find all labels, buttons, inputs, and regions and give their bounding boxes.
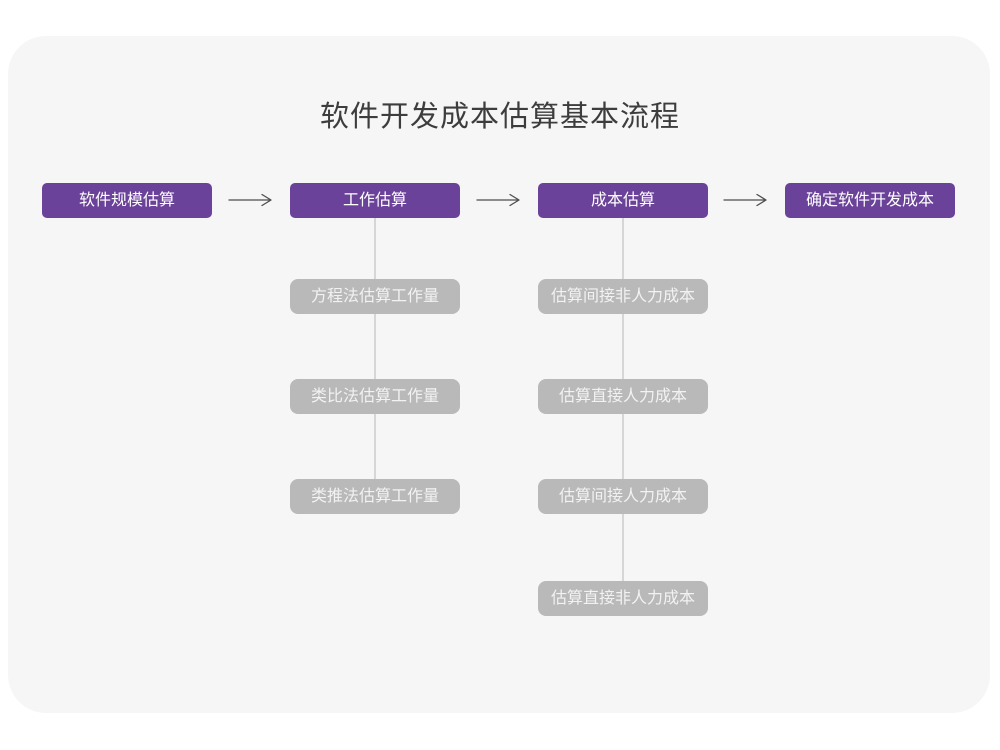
connector-line-work-estimation (374, 218, 376, 498)
right-arrow-icon (723, 193, 769, 207)
right-arrow-icon (228, 193, 274, 207)
right-arrow-icon (476, 193, 522, 207)
node-work-estimation: 工作估算 (290, 183, 460, 218)
node-direct-labor-cost: 估算直接人力成本 (538, 379, 708, 414)
node-comparison-method-workload: 类比法估算工作量 (290, 379, 460, 414)
diagram-title: 软件开发成本估算基本流程 (319, 101, 680, 133)
node-indirect-nonlabor-cost: 估算间接非人力成本 (538, 279, 708, 314)
node-software-scale-estimation: 软件规模估算 (42, 183, 212, 218)
flowchart-card (8, 36, 990, 713)
node-analogy-method-workload: 类推法估算工作量 (290, 479, 460, 514)
node-direct-nonlabor-cost: 估算直接非人力成本 (538, 581, 708, 616)
node-equation-method-workload: 方程法估算工作量 (290, 279, 460, 314)
node-indirect-labor-cost: 估算间接人力成本 (538, 479, 708, 514)
node-determine-development-cost: 确定软件开发成本 (785, 183, 955, 218)
node-cost-estimation: 成本估算 (538, 183, 708, 218)
